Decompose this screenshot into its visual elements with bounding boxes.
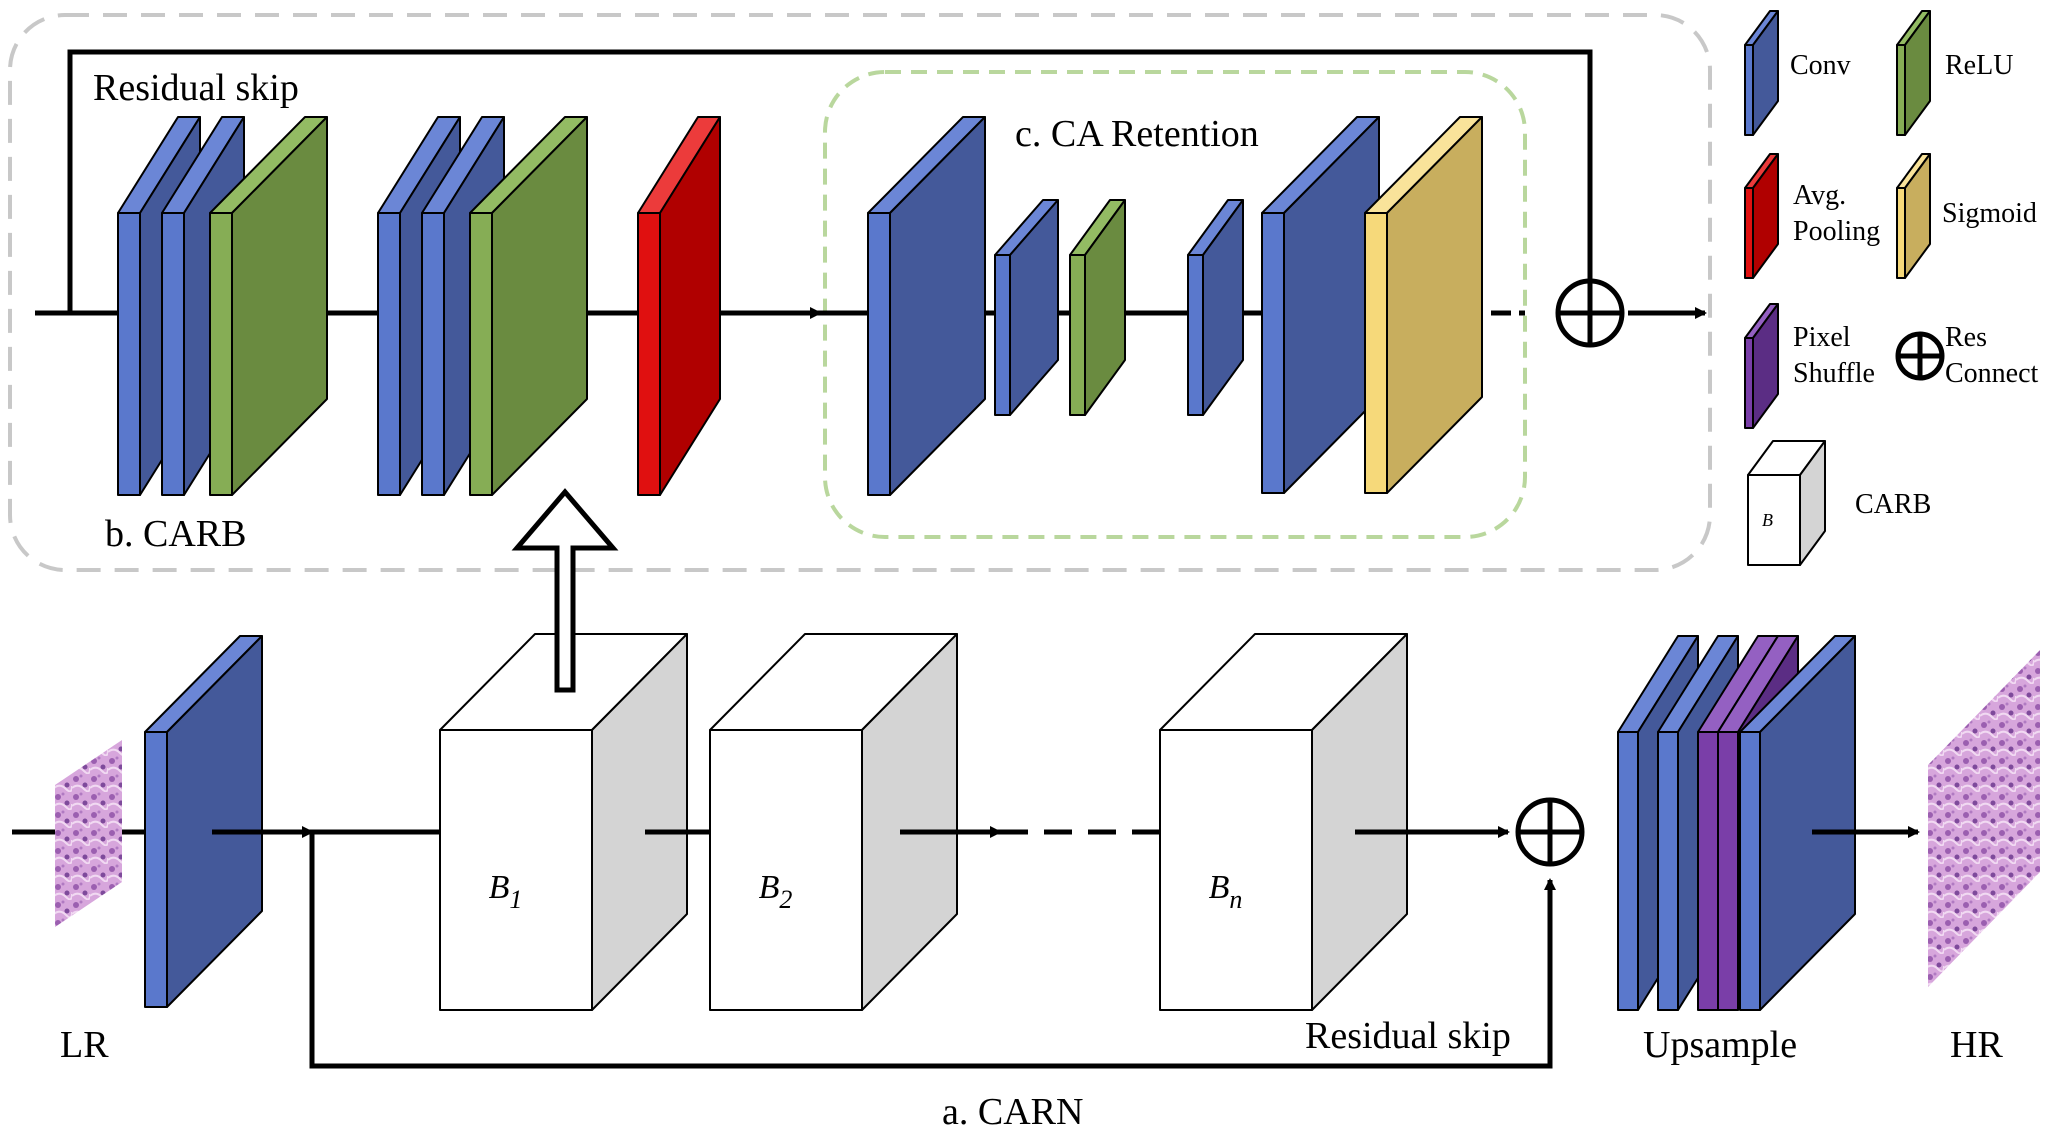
ca-retention-container [823, 70, 1527, 539]
carb-block-2-front [709, 729, 863, 1011]
ca-retention-label: c. CA Retention [1015, 113, 1259, 155]
legend-conv-swatch [1744, 10, 1779, 136]
ca-conv-4-edge [1261, 212, 1285, 494]
legend: Conv ReLU Avg. Pooling Sigmoid Pixel Shu… [1744, 10, 2039, 566]
carb-block-2: B2 [709, 633, 958, 1011]
ca-sigmoid-face [1386, 116, 1483, 494]
legend-carb-icon-front [1747, 474, 1801, 566]
legend-relu-swatch [1896, 10, 1931, 136]
carb2-relu-face [491, 116, 588, 496]
upsample-conv-c [1739, 635, 1856, 1011]
lr-label: LR [60, 1024, 109, 1066]
legend-sigmoid-swatch [1896, 153, 1931, 279]
ca-conv-1 [867, 116, 986, 496]
avg-pooling-edge [637, 212, 661, 496]
upsample-conv-c-edge [1739, 731, 1761, 1011]
legend-sigmoid-swatch-edge [1896, 187, 1906, 279]
residual-skip-label-bottom: Residual skip [1305, 1015, 1511, 1057]
residual-skip-line-top [67, 49, 1596, 313]
legend-pixelshuffle-label-1: Pixel [1793, 322, 1851, 353]
carb-section-label: b. CARB [105, 513, 246, 555]
head-conv [144, 635, 263, 1008]
legend-pixel-shuffle-swatch [1744, 303, 1779, 429]
ca-relu [1069, 199, 1126, 416]
legend-pool-swatch [1744, 153, 1779, 279]
ca-conv-1-edge [867, 212, 891, 496]
ca-conv-1-face [889, 116, 986, 496]
legend-pool-swatch-edge [1744, 187, 1754, 279]
legend-relu-label: ReLU [1945, 50, 2013, 81]
carb2-conv-a-edge [377, 212, 401, 496]
residual-skip-line-bottom [309, 832, 1556, 1069]
legend-carb-icon-label: B [1762, 510, 1773, 530]
carb1-relu [209, 116, 328, 496]
tissue-image-lr [55, 740, 122, 927]
legend-sigmoid-swatch-face [1904, 153, 1931, 279]
ca-conv-2 [994, 199, 1059, 416]
ca-conv-4 [1261, 116, 1380, 494]
upsample-label: Upsample [1643, 1024, 1797, 1066]
upsample-conv-a-edge [1617, 731, 1639, 1011]
upsample-pixel-shuffle-b-edge [1717, 731, 1739, 1011]
legend-conv-swatch-edge [1744, 44, 1754, 136]
hollow-up-arrow-icon [511, 488, 619, 693]
upsample-conv-b-edge [1657, 731, 1679, 1011]
carb2-relu [469, 116, 588, 496]
carb-block-n: Bn [1159, 633, 1408, 1011]
carb1-relu-edge [209, 212, 233, 496]
avg-pooling-face [659, 116, 721, 496]
legend-conv-swatch-face [1752, 10, 1779, 136]
carb2-relu-edge [469, 212, 493, 496]
ca-conv-3-edge [1187, 254, 1204, 416]
legend-plus-circle-icon [1895, 331, 1945, 381]
legend-resconnect-label-1: Res [1945, 322, 1987, 353]
upsample-conv-c-face [1759, 635, 1856, 1011]
carb-block-n-front [1159, 729, 1313, 1011]
carb1-relu-face [231, 116, 328, 496]
carb-container [8, 13, 1712, 572]
ca-conv-3 [1187, 199, 1244, 416]
upsample-pixel-shuffle-a-edge [1697, 731, 1719, 1011]
legend-sigmoid-label: Sigmoid [1942, 198, 2037, 229]
ca-relu-face [1084, 199, 1126, 416]
legend-pixel-shuffle-swatch-edge [1744, 337, 1754, 429]
legend-conv-label: Conv [1790, 50, 1851, 81]
legend-relu-swatch-edge [1896, 44, 1906, 136]
legend-pixel-shuffle-swatch-face [1752, 303, 1779, 429]
carb1-conv-b-edge [161, 212, 185, 496]
tissue-image-hr [1928, 650, 2040, 987]
plus-circle-icon [1515, 797, 1585, 867]
ca-relu-edge [1069, 254, 1086, 416]
legend-relu-swatch-face [1904, 10, 1931, 136]
carb1-conv-a-edge [117, 212, 141, 496]
carb-block-1-front [439, 729, 593, 1011]
legend-avgpool-label-1: Avg. [1793, 180, 1846, 211]
carb2-conv-b-edge [421, 212, 445, 496]
avg-pooling [637, 116, 721, 496]
legend-carb-icon: B [1747, 440, 1826, 566]
carn-caption: a. CARN [942, 1091, 1083, 1133]
legend-pixelshuffle-label-2: Shuffle [1793, 358, 1875, 389]
legend-carb-label: CARB [1855, 489, 1931, 520]
ca-sigmoid-edge [1364, 212, 1388, 494]
residual-skip-label-top: Residual skip [93, 67, 299, 109]
head-conv-face [166, 635, 263, 1008]
ca-conv-2-face [1009, 199, 1059, 416]
legend-resconnect-label-2: Connect [1945, 358, 2039, 389]
hr-label: HR [1950, 1024, 2003, 1066]
legend-pool-swatch-face [1752, 153, 1779, 279]
ca-conv-2-edge [994, 254, 1011, 416]
ca-conv-3-face [1202, 199, 1244, 416]
head-conv-edge [144, 731, 168, 1008]
plus-circle-icon [1555, 278, 1625, 348]
ca-sigmoid [1364, 116, 1483, 494]
carn-flow-lines [12, 826, 1920, 1069]
legend-avgpool-label-2: Pooling [1793, 216, 1880, 247]
carb-block-1: B1 [439, 633, 688, 1011]
